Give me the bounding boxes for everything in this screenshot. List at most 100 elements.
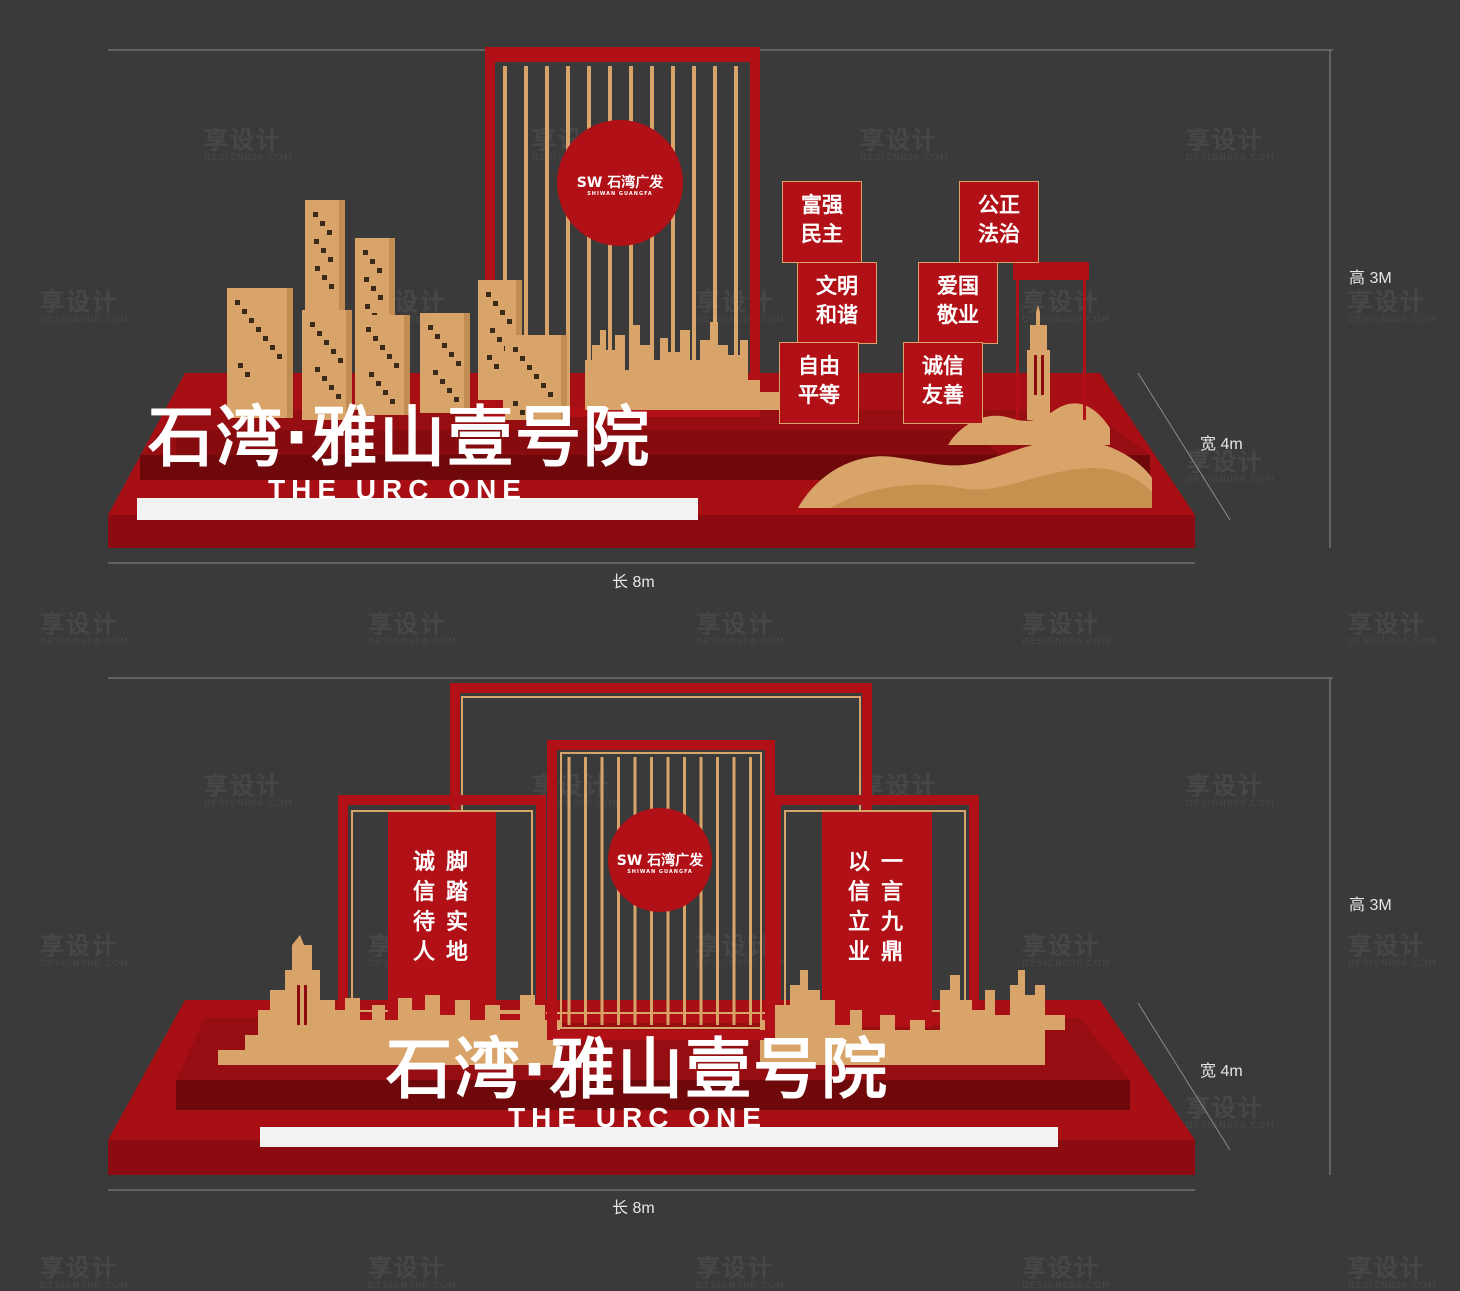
building-window	[487, 355, 492, 360]
building-window	[317, 331, 322, 336]
building-window	[486, 292, 491, 297]
building-window	[322, 275, 327, 280]
building-window	[235, 300, 240, 305]
building-window	[513, 401, 518, 406]
building-window	[256, 327, 261, 332]
building-side	[287, 288, 293, 418]
building-window	[329, 284, 334, 289]
building-window	[370, 259, 375, 264]
building-window	[315, 367, 320, 372]
building-window	[497, 337, 502, 342]
top-project-subtitle: THE URC ONE	[268, 474, 527, 505]
building-window	[315, 266, 320, 271]
building-window	[449, 352, 454, 357]
building-window	[338, 358, 343, 363]
building-window	[336, 394, 341, 399]
building-window	[245, 372, 250, 377]
right-banner-col-2: 一言九鼎	[880, 850, 903, 965]
bottom-stage-illustration	[108, 677, 1333, 1191]
building-window	[442, 343, 447, 348]
building-window	[507, 319, 512, 324]
building-window	[313, 212, 318, 217]
building-side	[561, 335, 567, 420]
building-side	[404, 315, 410, 415]
building-window	[270, 345, 275, 350]
building-window	[513, 347, 518, 352]
building-window	[527, 419, 532, 424]
building-window	[435, 334, 440, 339]
building-window	[373, 336, 378, 341]
building-window	[494, 364, 499, 369]
building-window	[263, 336, 268, 341]
top-length-dimension: 长 8m	[612, 574, 655, 591]
building-window	[541, 383, 546, 388]
building-window	[387, 354, 392, 359]
building-window	[324, 340, 329, 345]
building-side	[339, 200, 345, 410]
bottom-width-dimension: 宽 4m	[1200, 1063, 1243, 1080]
building-window	[447, 388, 452, 393]
building-window	[520, 356, 525, 361]
building-window	[520, 410, 525, 415]
building-window	[428, 325, 433, 330]
building-window	[377, 268, 382, 273]
bottom-project-subtitle: THE URC ONE	[508, 1102, 767, 1133]
logo-subtext: SHIWAN GUANGFA	[627, 869, 693, 875]
building-window	[383, 390, 388, 395]
value-box-civility-harmony: 文明和谐	[797, 262, 877, 344]
building-window	[322, 376, 327, 381]
building-window	[534, 374, 539, 379]
value-box-patriotism-dedication: 爱国敬业	[918, 262, 998, 344]
left-banner-col-2: 脚踏实地	[445, 850, 468, 965]
top-width-dimension: 宽 4m	[1200, 436, 1243, 453]
building-window	[390, 399, 395, 404]
building-window	[376, 381, 381, 386]
bottom-length-dimension: 长 8m	[612, 1200, 655, 1217]
building-window	[493, 301, 498, 306]
building-window	[320, 221, 325, 226]
top-project-title: 石湾·雅山壹号院	[148, 399, 652, 476]
building-window	[440, 379, 445, 384]
building-window	[314, 239, 319, 244]
top-stage-illustration	[108, 47, 1333, 564]
value-box-prosperity-democracy: 富强民主	[782, 181, 862, 263]
bottom-project-title: 石湾·雅山壹号院	[386, 1031, 890, 1108]
top-height-dimension: 高 3M	[1349, 270, 1392, 287]
logo-subtext: SHIWAN GUANGFA	[587, 191, 653, 197]
building-window	[364, 277, 369, 282]
building	[302, 310, 352, 420]
logo-name: 石湾广发	[607, 175, 664, 191]
building-window	[371, 286, 376, 291]
building-window	[548, 392, 553, 397]
logo-name: 石湾广发	[647, 853, 704, 869]
value-box-freedom-equality: 自由平等	[779, 342, 859, 424]
brand-logo: SW 石湾广发 SHIWAN GUANGFA	[572, 172, 668, 197]
building-window	[321, 248, 326, 253]
left-banner-col-1: 诚信待人	[412, 850, 435, 965]
right-banner-col-1: 以信立业	[847, 850, 870, 965]
building-window	[363, 250, 368, 255]
building	[227, 288, 293, 418]
building-window	[527, 365, 532, 370]
logo-mark: SW	[576, 175, 603, 191]
building-window	[369, 372, 374, 377]
building-window	[238, 363, 243, 368]
building-window	[328, 257, 333, 262]
building-window	[394, 363, 399, 368]
value-box-integrity-friendship: 诚信友善	[903, 342, 983, 424]
building-window	[433, 370, 438, 375]
building-window	[277, 354, 282, 359]
building-window	[310, 322, 315, 327]
building-window	[329, 385, 334, 390]
